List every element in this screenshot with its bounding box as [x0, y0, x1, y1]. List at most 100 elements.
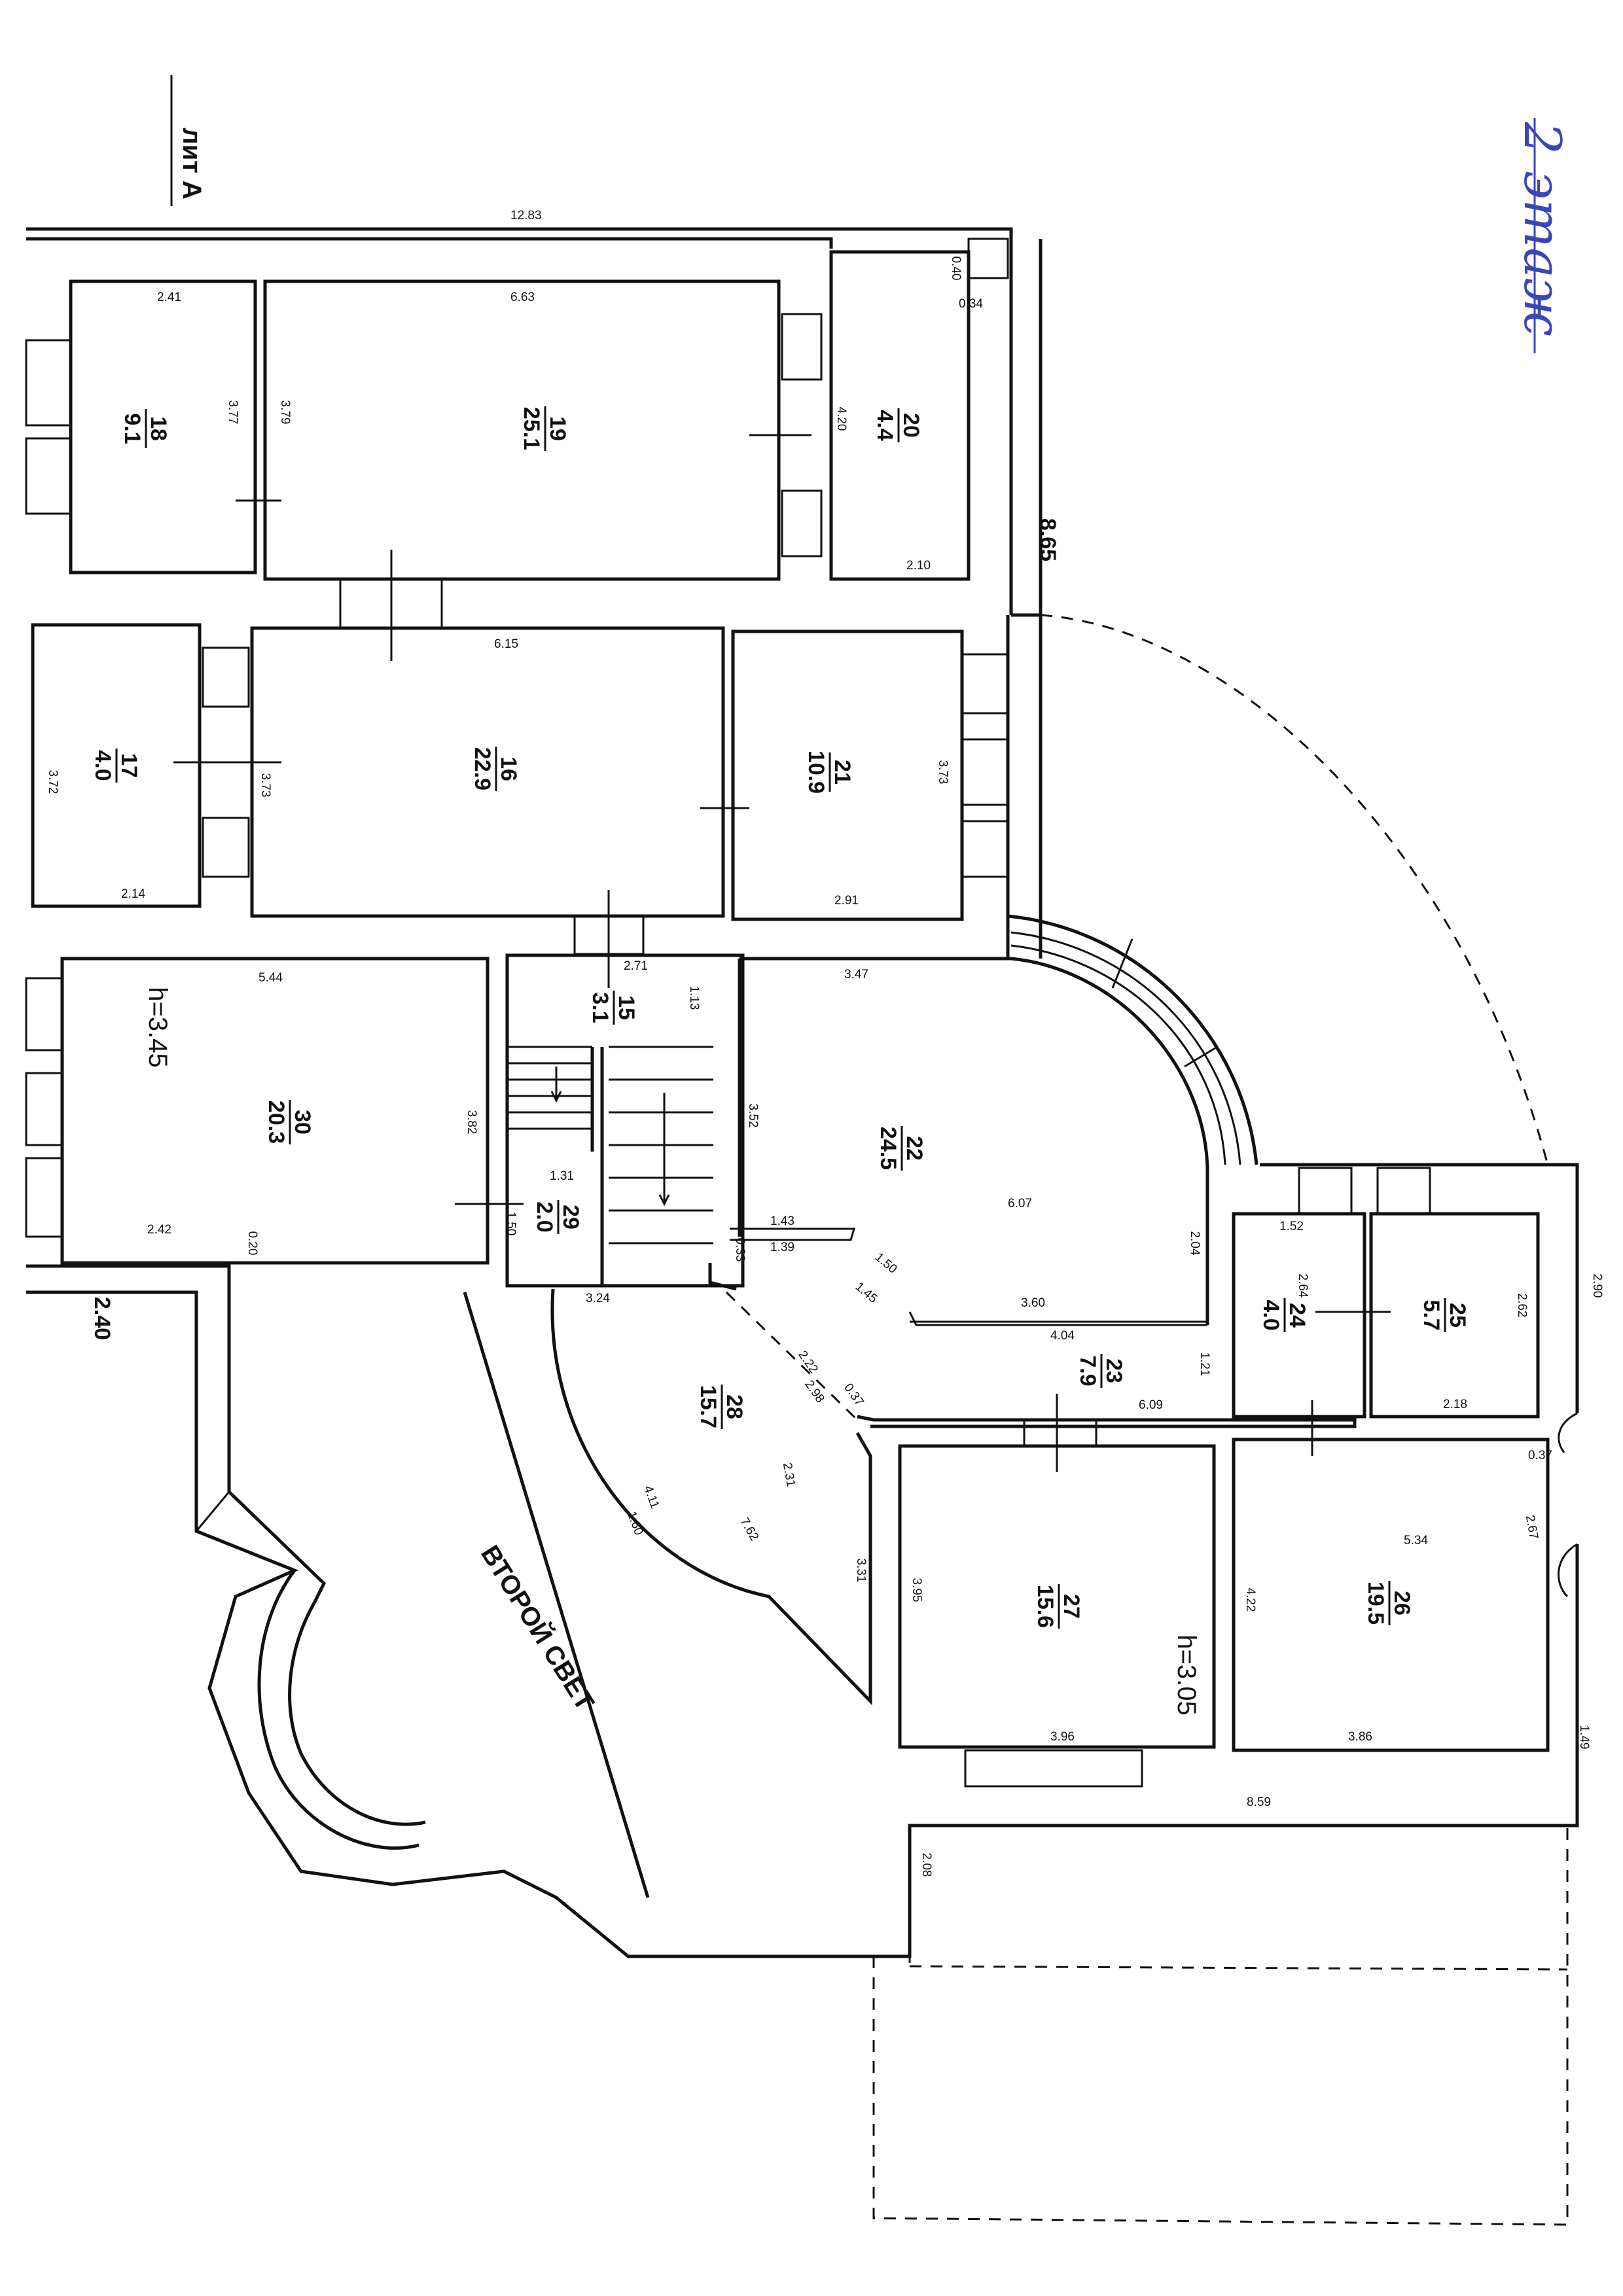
room-28-outline — [463, 1263, 872, 1898]
dim-1-52: 1.52 — [1279, 1220, 1304, 1233]
dim-0-37-b: 0.37 — [841, 1381, 866, 1409]
terrace-outline — [872, 614, 1569, 2226]
dim-4-20: 4.20 — [834, 407, 848, 431]
dim-0-40: 0.40 — [949, 256, 963, 281]
dim-8-59: 8.59 — [1247, 1795, 1271, 1809]
dim-2-90: 2.90 — [1590, 1274, 1604, 1298]
dim-2-18: 2.18 — [1443, 1398, 1467, 1411]
dim-1-60: 1.60 — [624, 1510, 645, 1537]
dim-3-86: 3.86 — [1348, 1730, 1372, 1744]
dim-2-98: 2.98 — [802, 1378, 827, 1405]
dim-4-04: 4.04 — [1050, 1329, 1075, 1343]
room-29-number: 29 — [558, 1205, 583, 1229]
dim-6-09: 6.09 — [1139, 1398, 1163, 1412]
room-18-outline — [69, 279, 257, 574]
windows-room-21 — [961, 653, 1009, 878]
outer-walls — [26, 227, 1579, 1958]
dim-3-31: 3.31 — [854, 1559, 868, 1583]
room-26-number: 26 — [1389, 1591, 1414, 1616]
dim-2-42: 2.42 — [147, 1223, 171, 1237]
dim-2-14: 2.14 — [121, 887, 145, 901]
windows-room-30 — [25, 977, 63, 1238]
room-21-area: 10.9 — [804, 751, 829, 794]
dim-1-43: 1.43 — [770, 1214, 794, 1228]
dim-2-04: 2.04 — [1188, 1231, 1202, 1256]
liter-text: лит А — [177, 128, 206, 200]
dim-1-13: 1.13 — [687, 986, 701, 1010]
room-25-outline — [1369, 1212, 1540, 1419]
room-16-area: 22.9 — [470, 747, 495, 790]
room-26-outline — [1232, 1438, 1550, 1752]
dim-7-62: 7.62 — [737, 1515, 761, 1544]
dim-2-40: 2.40 — [90, 1297, 115, 1340]
stair-treads — [507, 1046, 713, 1286]
dim-1-39: 1.39 — [770, 1241, 794, 1254]
dim-1-50-b: 1.50 — [872, 1250, 900, 1277]
room-19-area: 25.1 — [519, 407, 544, 450]
windows-left-upper — [25, 313, 823, 661]
dim-3-79: 3.79 — [278, 400, 292, 425]
room-28-number: 28 — [722, 1394, 747, 1419]
bay-window-22 — [1007, 914, 1258, 1165]
room-16-outline — [250, 626, 725, 918]
dim-8-65: 8.65 — [1035, 518, 1060, 561]
dim-0-37: 0.37 — [1528, 1449, 1552, 1462]
dim-3-47: 3.47 — [844, 968, 868, 981]
dim-6-63: 6.63 — [510, 291, 535, 304]
dim-2-31: 2.31 — [780, 1462, 798, 1488]
dim-2-62: 2.62 — [1515, 1294, 1529, 1318]
dim-2-41: 2.41 — [157, 291, 181, 304]
room-19-outline — [263, 279, 781, 581]
room-20-number: 20 — [899, 413, 923, 438]
handwritten-floor-note: 2 этаж — [1512, 121, 1571, 336]
room-17-outline — [31, 623, 202, 908]
dim-1-21: 1.21 — [1198, 1352, 1211, 1377]
dim-5-44: 5.44 — [259, 971, 283, 985]
dim-2-10: 2.10 — [906, 559, 931, 573]
room-22-number: 22 — [902, 1136, 927, 1161]
dim-2-08: 2.08 — [919, 1853, 933, 1877]
liter-label: лит А — [177, 128, 206, 200]
dimension-labels: 12.83 8.65 2.40 8.59 2.41 3.77 3.79 6.63… — [46, 209, 1604, 1877]
room-25-number: 25 — [1445, 1303, 1470, 1328]
room-15-number: 15 — [614, 995, 639, 1020]
room-30-area: 20.3 — [264, 1101, 289, 1144]
room-25-area: 5.7 — [1419, 1299, 1444, 1330]
room-15-area: 3.1 — [588, 992, 613, 1023]
second-light-label: ВТОРОЙ СВЕТ — [475, 1540, 601, 1716]
dim-2-71: 2.71 — [624, 959, 648, 973]
dim-12-83: 12.83 — [510, 209, 542, 222]
dim-2-67: 2.67 — [1523, 1514, 1541, 1540]
room-16-number: 16 — [496, 756, 521, 781]
dim-3-24: 3.24 — [586, 1292, 610, 1305]
dim-6-15: 6.15 — [494, 637, 518, 651]
dim-3-77: 3.77 — [226, 400, 240, 425]
room-27-height: h=3.05 — [1172, 1634, 1201, 1715]
room-17-area: 4.0 — [90, 750, 115, 781]
dim-0-33: 0.33 — [733, 1238, 747, 1262]
dim-3-73-b: 3.73 — [936, 760, 950, 785]
room-27-number: 27 — [1059, 1594, 1084, 1619]
dim-6-07: 6.07 — [1008, 1197, 1032, 1210]
dim-3-52: 3.52 — [746, 1104, 760, 1128]
room-23-outline — [857, 1415, 1357, 1428]
dim-4-11: 4.11 — [641, 1484, 662, 1511]
room-24-area: 4.0 — [1258, 1299, 1283, 1330]
room-26-area: 19.5 — [1363, 1581, 1388, 1625]
dim-0-34: 0.34 — [959, 297, 983, 311]
room-18-area: 9.1 — [120, 413, 145, 444]
room-20-area: 4.4 — [872, 410, 897, 440]
dim-3-72: 3.72 — [46, 770, 60, 794]
dim-3-73: 3.73 — [259, 773, 272, 798]
room-23-number: 23 — [1101, 1358, 1126, 1383]
dim-4-22: 4.22 — [1243, 1588, 1257, 1612]
room-23-area: 7.9 — [1075, 1355, 1100, 1386]
dim-1-45: 1.45 — [853, 1280, 880, 1306]
room-30-height: h=3.45 — [143, 987, 172, 1067]
dim-5-34: 5.34 — [1404, 1534, 1428, 1547]
room-22-outline — [730, 957, 1209, 1326]
dim-2-22: 2.22 — [795, 1349, 820, 1376]
room-29-area: 2.0 — [532, 1201, 557, 1232]
room-21-number: 21 — [830, 760, 855, 785]
